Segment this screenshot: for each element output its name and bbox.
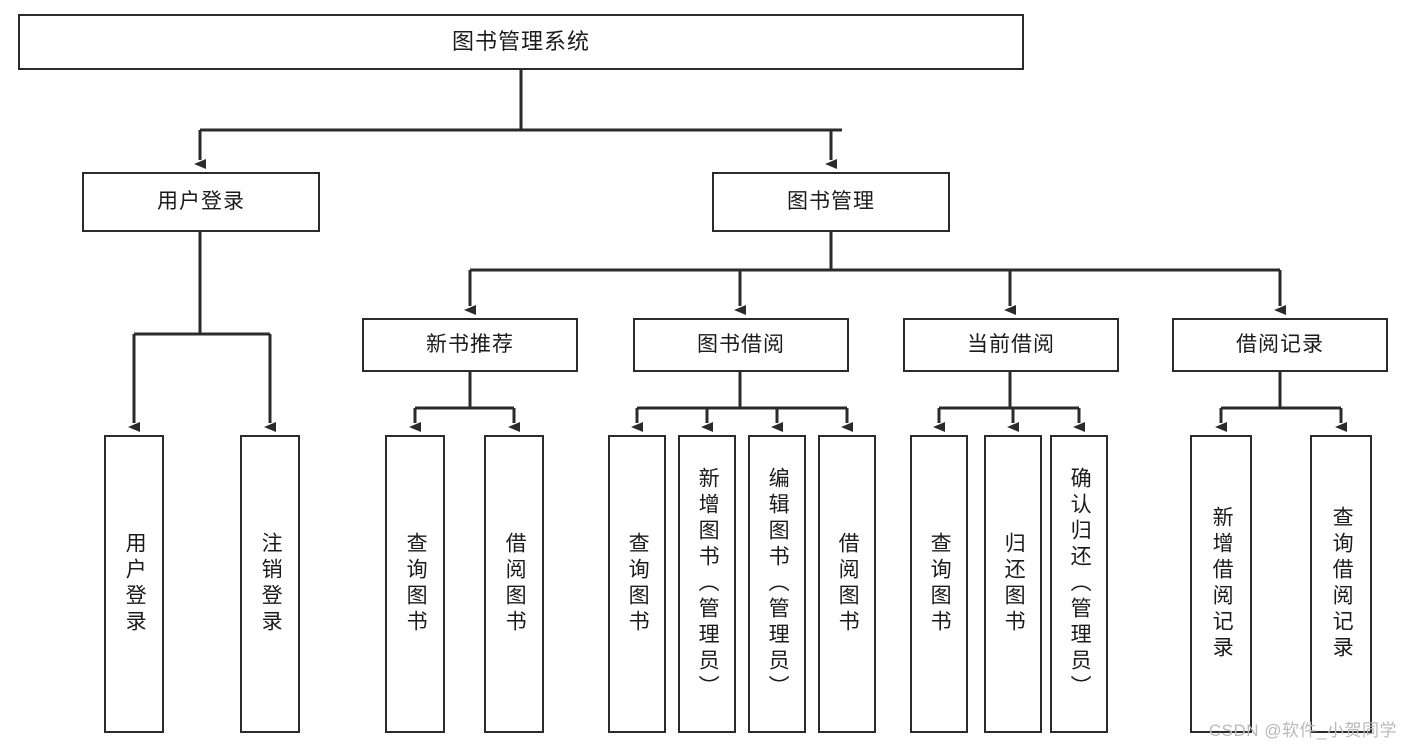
node-book-management-label: 图书管理 [787, 190, 875, 214]
node-root[interactable]: 图书管理系统 [18, 14, 1024, 70]
leaf-bb-add-book-admin-label: 新增图书（管理员） [696, 467, 720, 701]
leaf-logout[interactable]: 注销登录 [240, 435, 300, 733]
leaf-nbr-query-book[interactable]: 查询图书 [385, 435, 445, 733]
leaf-nbr-borrow-book[interactable]: 借阅图书 [484, 435, 544, 733]
leaf-br-query-record[interactable]: 查询借阅记录 [1310, 435, 1372, 733]
leaf-cb-confirm-return-admin-label: 确认归还（管理员） [1068, 467, 1092, 701]
leaf-nbr-borrow-book-label: 借阅图书 [503, 532, 527, 636]
node-borrow-record[interactable]: 借阅记录 [1172, 318, 1388, 372]
node-new-book-recommendation-label: 新书推荐 [426, 333, 514, 357]
leaf-cb-return-book[interactable]: 归还图书 [984, 435, 1042, 733]
node-borrow-record-label: 借阅记录 [1236, 333, 1324, 357]
node-root-label: 图书管理系统 [451, 28, 590, 54]
leaf-bb-query-book-label: 查询图书 [626, 532, 650, 636]
leaf-bb-borrow-book[interactable]: 借阅图书 [818, 435, 876, 733]
node-book-management[interactable]: 图书管理 [712, 172, 950, 232]
leaf-br-add-record-label: 新增借阅记录 [1210, 506, 1234, 662]
node-current-borrow-label: 当前借阅 [967, 333, 1055, 357]
leaf-br-query-record-label: 查询借阅记录 [1330, 506, 1354, 662]
leaf-cb-confirm-return-admin[interactable]: 确认归还（管理员） [1050, 435, 1108, 733]
leaf-bb-query-book[interactable]: 查询图书 [608, 435, 666, 733]
leaf-bb-borrow-book-label: 借阅图书 [836, 532, 860, 636]
leaf-nbr-query-book-label: 查询图书 [404, 532, 428, 636]
leaf-bb-add-book-admin[interactable]: 新增图书（管理员） [678, 435, 736, 733]
node-user-login[interactable]: 用户登录 [82, 172, 320, 232]
leaf-user-login[interactable]: 用户登录 [104, 435, 164, 733]
leaf-cb-return-book-label: 归还图书 [1002, 532, 1026, 636]
leaf-cb-query-book[interactable]: 查询图书 [910, 435, 968, 733]
leaf-bb-edit-book-admin-label: 编辑图书（管理员） [766, 467, 790, 701]
node-book-borrow-label: 图书借阅 [697, 333, 785, 357]
node-user-login-label: 用户登录 [157, 190, 245, 214]
node-current-borrow[interactable]: 当前借阅 [903, 318, 1119, 372]
leaf-user-login-label: 用户登录 [123, 532, 147, 636]
leaf-br-add-record[interactable]: 新增借阅记录 [1190, 435, 1252, 733]
watermark: CSDN @软件_小贺同学 [1208, 721, 1397, 740]
leaf-logout-label: 注销登录 [259, 532, 283, 636]
node-book-borrow[interactable]: 图书借阅 [633, 318, 849, 372]
leaf-bb-edit-book-admin[interactable]: 编辑图书（管理员） [748, 435, 806, 733]
node-new-book-recommendation[interactable]: 新书推荐 [362, 318, 578, 372]
leaf-cb-query-book-label: 查询图书 [928, 532, 952, 636]
